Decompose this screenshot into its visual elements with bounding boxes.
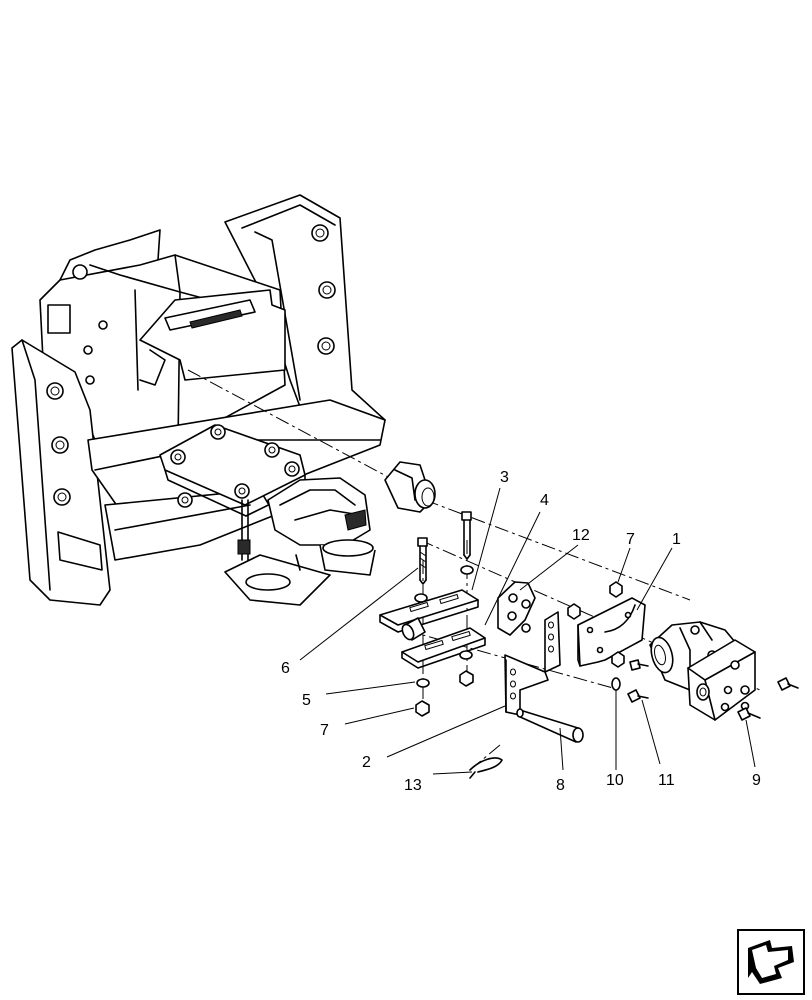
tractor-front-frame: [11, 194, 386, 606]
callout-10: 10: [606, 772, 624, 789]
callout-8: 8: [556, 777, 565, 794]
mounting-bracket-1: [577, 597, 646, 667]
callout-6: 6: [281, 660, 290, 677]
callout-2: 2: [362, 754, 371, 771]
callout-7-lower: 7: [320, 722, 329, 739]
callout-1: 1: [672, 531, 681, 548]
callout-4: 4: [540, 492, 549, 509]
pin-roller: [401, 617, 426, 641]
callout-9: 9: [752, 772, 761, 789]
curved-plate-12: [497, 581, 536, 636]
callout-5: 5: [302, 692, 311, 709]
l-bracket-2: [504, 611, 561, 716]
bolt-upper: [461, 511, 472, 560]
slotted-plate-4: [401, 627, 486, 669]
callout-3: 3: [500, 469, 509, 486]
callout-7-upper: 7: [626, 531, 635, 548]
callout-labels: 1 2 3 4 5 6 7 7 8 9 10 11 12 13: [281, 469, 761, 794]
callout-leaders: [299, 487, 756, 775]
hydraulic-motor: [649, 621, 756, 721]
callout-13: 13: [404, 777, 422, 794]
callout-11: 11: [658, 772, 675, 789]
hairpin-clip-13: [469, 757, 503, 779]
navigation-arrow-icon[interactable]: [737, 929, 805, 995]
clevis-pin-8: [516, 708, 584, 743]
callout-12: 12: [572, 527, 590, 544]
slotted-plate-3: [379, 589, 479, 633]
sensor-unit: [384, 461, 436, 513]
long-bolt-6: [417, 537, 428, 585]
plate-bolts: [170, 424, 300, 508]
